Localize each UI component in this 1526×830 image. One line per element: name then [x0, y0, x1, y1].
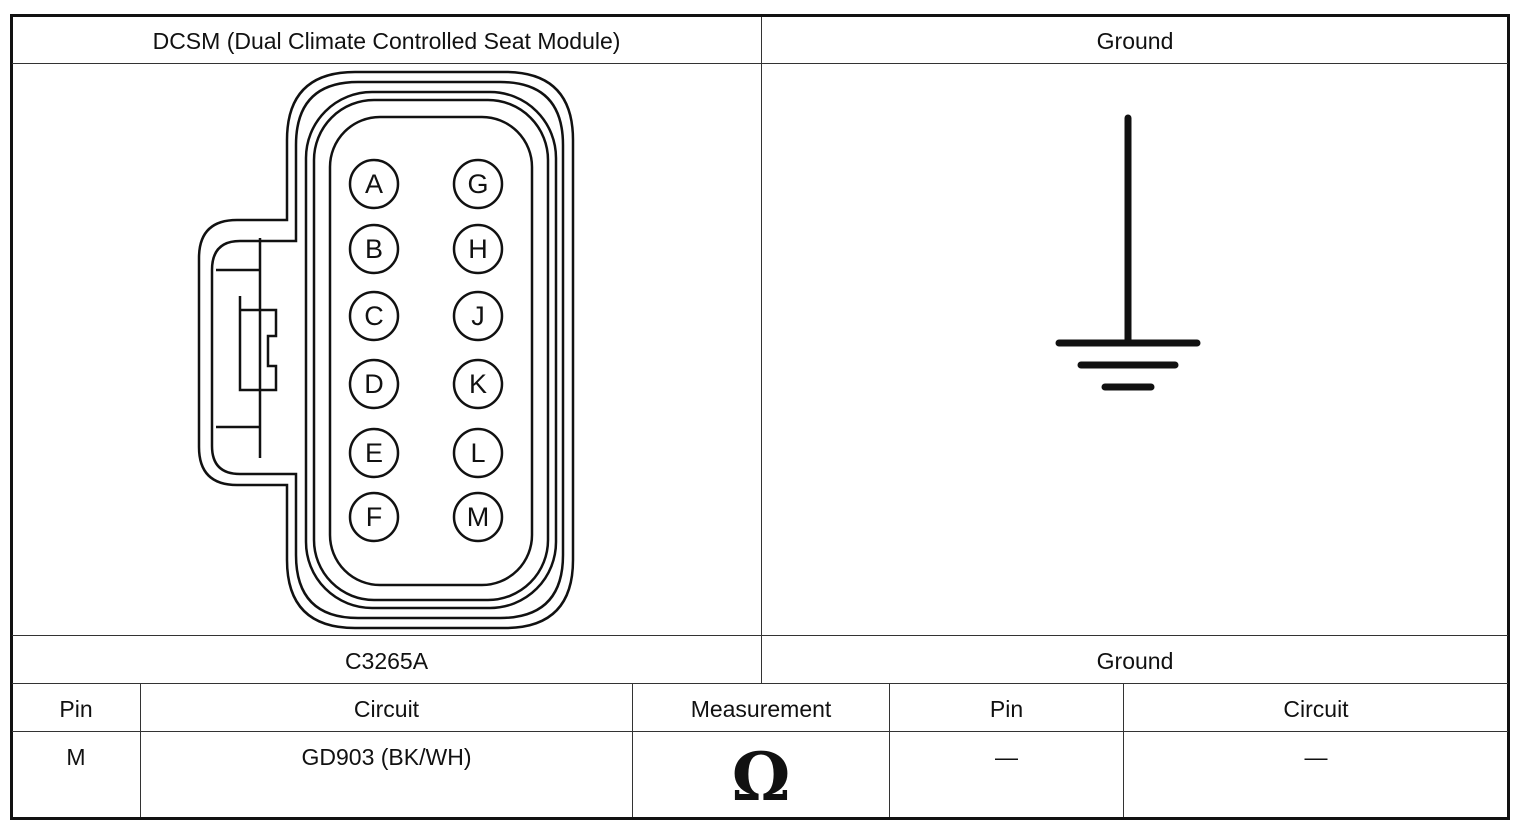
row-circuit: GD903 (BK/WH): [301, 744, 472, 770]
divider: [632, 683, 633, 817]
pin-g-label: G: [467, 169, 488, 199]
col-header-circuit-2: Circuit: [1283, 696, 1349, 722]
pin-c-label: C: [364, 301, 384, 331]
pin-b-label: B: [365, 234, 383, 264]
pin-d-circle: [348, 358, 400, 410]
row-circuit-2: —: [1304, 744, 1328, 770]
ground-caption: Ground: [1096, 648, 1174, 674]
divider: [140, 683, 141, 817]
row-pin-2: —: [995, 744, 1018, 770]
col-header-pin: Pin: [59, 696, 93, 722]
ohm-measurement-icon: Ω: [731, 738, 791, 816]
row-pin: M: [66, 744, 86, 770]
connector-id-caption: C3265A: [344, 648, 429, 674]
pin-m-circle: [452, 491, 504, 543]
pin-j-label: J: [471, 301, 485, 331]
pin-b-circle: [348, 223, 400, 275]
latch-detail: [238, 296, 278, 392]
pin-f-circle: [348, 491, 400, 543]
divider: [1123, 683, 1124, 817]
col-header-pin-2: Pin: [989, 696, 1024, 722]
pin-e-label: E: [365, 438, 383, 468]
col-header-circuit: Circuit: [353, 696, 420, 722]
connector-inner-wall: [312, 98, 550, 602]
pin-d-label: D: [364, 369, 384, 399]
pin-a-label: A: [365, 169, 383, 199]
divider: [12, 731, 1508, 732]
pinout-table-frame: [10, 14, 1510, 820]
pin-l-circle: [452, 427, 504, 479]
pin-k-circle: [452, 358, 504, 410]
connector-title: DCSM (Dual Climate Controlled Seat Modul…: [152, 28, 621, 54]
pin-h-label: H: [468, 234, 488, 264]
col-header-measurement: Measurement: [690, 696, 832, 722]
pin-l-label: L: [470, 438, 485, 468]
pin-group: A B C D E F G H J K L M: [348, 158, 504, 543]
divider: [889, 683, 890, 817]
connector-pin-field: [328, 115, 534, 587]
connector-housing-inner: [210, 80, 565, 620]
pin-m-label: M: [467, 502, 490, 532]
divider: [12, 635, 1508, 636]
pin-k-label: K: [469, 369, 487, 399]
pin-j-circle: [452, 290, 504, 342]
connector-housing-outline: [197, 70, 575, 630]
pin-c-circle: [348, 290, 400, 342]
divider: [761, 17, 762, 684]
pin-h-circle: [452, 223, 504, 275]
pin-e-circle: [348, 427, 400, 479]
pin-g-circle: [452, 158, 504, 210]
divider: [12, 683, 1508, 684]
pin-a-circle: [348, 158, 400, 210]
divider: [12, 63, 1508, 64]
pin-f-label: F: [366, 502, 383, 532]
connector-inner-wall: [304, 90, 558, 610]
ground-title: Ground: [1096, 28, 1174, 54]
